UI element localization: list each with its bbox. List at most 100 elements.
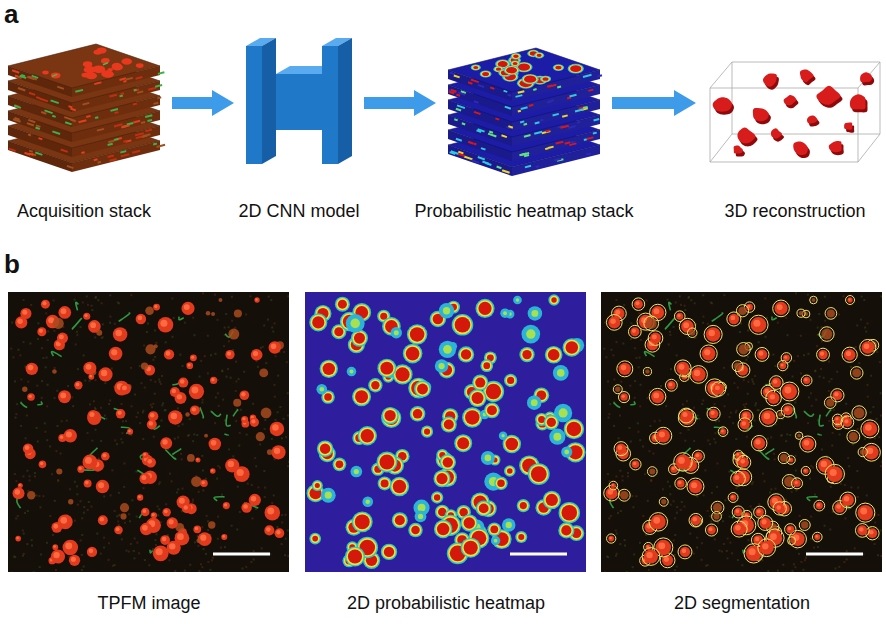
texture <box>747 381 749 383</box>
cell-core <box>89 412 94 417</box>
texture <box>635 495 637 497</box>
texture <box>754 375 756 377</box>
layer-streak <box>40 98 49 101</box>
texture <box>618 437 620 439</box>
cell <box>136 314 146 324</box>
texture <box>622 479 624 481</box>
texture <box>854 547 856 549</box>
texture <box>813 547 815 549</box>
heat-blob <box>485 455 492 462</box>
heat-blob <box>442 418 455 431</box>
texture <box>631 495 633 497</box>
layer-streak <box>65 122 71 124</box>
heat-blob <box>558 522 574 538</box>
texture <box>23 553 25 555</box>
heat-blob <box>540 76 551 83</box>
texture <box>199 376 201 378</box>
layer-streak <box>562 115 567 116</box>
cell <box>127 429 133 435</box>
cell-core <box>162 439 167 444</box>
texture <box>179 354 181 356</box>
heat-blob <box>384 547 394 557</box>
texture <box>201 402 203 404</box>
texture <box>22 530 24 532</box>
heat-blob <box>485 404 498 417</box>
cell-volume <box>737 127 755 143</box>
texture <box>173 317 175 319</box>
heat-blob <box>346 548 363 565</box>
cell <box>53 318 64 329</box>
texture <box>745 403 747 405</box>
texture <box>155 342 157 344</box>
texture <box>881 461 882 463</box>
texture <box>36 427 38 429</box>
layer-streak <box>454 75 460 77</box>
cell-core <box>192 407 196 411</box>
layer-streak <box>593 132 597 135</box>
texture <box>118 492 120 494</box>
heat-blob <box>484 402 500 418</box>
texture <box>150 379 152 381</box>
texture <box>160 419 162 421</box>
texture <box>274 384 276 386</box>
cell-core <box>200 535 206 541</box>
texture <box>76 331 78 333</box>
heat-blob <box>483 362 490 369</box>
texture <box>613 378 615 380</box>
texture <box>684 305 686 307</box>
texture <box>786 334 788 336</box>
texture <box>49 515 51 517</box>
heat-blob <box>354 333 365 344</box>
heat-blob <box>414 381 431 398</box>
heat-blob <box>309 533 321 545</box>
heat-blob <box>435 521 451 537</box>
texture <box>754 404 756 406</box>
texture <box>644 473 646 475</box>
texture <box>180 453 182 455</box>
texture <box>37 441 39 443</box>
cell-core <box>116 527 120 531</box>
texture <box>865 331 867 333</box>
texture <box>37 322 39 324</box>
layer-streak <box>120 151 126 152</box>
layer-streak <box>127 123 133 125</box>
cell-process <box>52 74 57 76</box>
texture <box>750 505 752 507</box>
texture <box>743 404 745 406</box>
cell <box>148 411 158 421</box>
layer-streak <box>458 92 465 94</box>
layer-streak <box>136 77 143 79</box>
cell <box>168 410 182 424</box>
cell-core <box>172 389 176 393</box>
texture <box>762 473 764 475</box>
texture <box>688 429 690 431</box>
heat-blob <box>513 62 518 65</box>
layer-streak <box>577 121 580 124</box>
cell-core <box>222 535 225 538</box>
texture <box>49 445 51 447</box>
texture <box>152 403 154 405</box>
texture <box>136 542 138 544</box>
layer-streak <box>594 119 600 120</box>
texture <box>227 368 229 370</box>
texture <box>794 455 796 457</box>
layer-streak <box>86 116 90 117</box>
heat-blob <box>334 327 343 336</box>
texture <box>91 309 93 311</box>
cell <box>208 521 215 528</box>
heat-blob <box>380 362 393 375</box>
heat-blob <box>371 381 379 389</box>
texture <box>746 436 748 438</box>
texture <box>20 425 22 427</box>
texture <box>47 330 49 332</box>
heat-blob <box>464 517 475 528</box>
texture <box>757 409 759 411</box>
layer-streak <box>474 112 480 114</box>
image-ground <box>8 292 289 572</box>
texture <box>701 559 703 561</box>
texture <box>155 544 157 546</box>
texture <box>103 547 105 549</box>
texture <box>838 566 840 568</box>
heat-blob <box>510 61 520 67</box>
